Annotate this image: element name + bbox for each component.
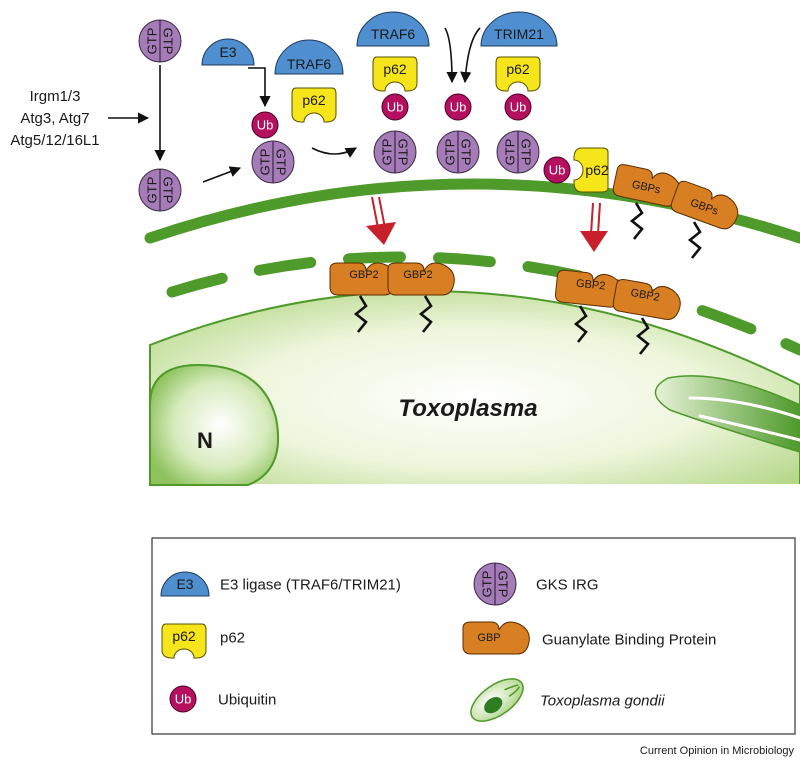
factor-line-1: Irgm1/3 xyxy=(30,88,81,105)
gbps-left: GBPs xyxy=(611,162,684,209)
gtp-label: GTP xyxy=(161,177,176,204)
legend-p62-label: p62 xyxy=(220,630,245,647)
trim21-label: TRIM21 xyxy=(494,26,544,42)
gtp-irg-complex-3: GTP GTP xyxy=(496,130,540,174)
legend-p62-icon: p62 xyxy=(161,623,207,659)
arrow-e3 xyxy=(248,67,271,108)
gtp-label: GTP xyxy=(258,149,273,176)
legend-gtp-icon-text: GTP xyxy=(480,571,495,598)
gtp-label: GTP xyxy=(145,28,160,55)
arrow-to-complex xyxy=(311,147,357,158)
gbps-right: GBPs xyxy=(668,178,743,233)
irgm-atg-factors: Irgm1/3 Atg3, Atg7 Atg5/12/16L1 xyxy=(10,88,99,149)
gtp-irg-top: GTP GTP xyxy=(138,19,182,63)
parasite-name: Toxoplasma xyxy=(398,395,537,422)
e3-ligase: E3 xyxy=(201,38,255,66)
traf6-label: TRAF6 xyxy=(371,26,416,42)
gbp2-3: GBP2 xyxy=(554,269,625,309)
red-arrow-left xyxy=(366,196,396,245)
gtp-label: GTP xyxy=(380,139,395,166)
legend-ub-icon-text: Ub xyxy=(175,692,192,707)
legend-e3-icon: E3 xyxy=(160,571,210,597)
gtp-label: GTP xyxy=(519,139,534,166)
gbp2-label: GBP2 xyxy=(575,278,605,293)
gtp-irg-complex-1: GTP GTP xyxy=(373,130,417,174)
legend-ub-icon: Ub xyxy=(169,685,197,713)
nucleus xyxy=(149,363,280,486)
p62-label: p62 xyxy=(383,61,407,77)
gtp-label: GTP xyxy=(459,139,474,166)
legend-toxoplasma-label: Toxoplasma gondii xyxy=(540,693,665,710)
figure-credit: Current Opinion in Microbiology xyxy=(640,745,795,757)
gbp2-4: GBP2 xyxy=(611,277,684,322)
gbp2-1: GBP2 xyxy=(329,262,397,296)
e3-label: E3 xyxy=(219,44,236,60)
legend: E3 E3 ligase (TRAF6/TRIM21) p62 p62 Ub U… xyxy=(151,537,796,735)
legend-gbp-icon: GBP xyxy=(462,621,530,655)
legend-gtp-icon: GTP GTP xyxy=(473,562,517,606)
legend-gtp-icon-text: GTP xyxy=(496,571,511,598)
traf6-bound: TRAF6 xyxy=(356,11,430,47)
arrow-to-ubiquitination xyxy=(202,166,242,183)
p62-bound: p62 xyxy=(495,56,541,92)
ubiquitin: Ub xyxy=(381,93,409,121)
arrow-trim21 xyxy=(460,27,481,84)
legend-e3-label: E3 ligase (TRAF6/TRIM21) xyxy=(220,577,401,594)
ubiquitin: Ub xyxy=(444,93,472,121)
legend-p62-icon-text: p62 xyxy=(172,628,196,644)
gbp2-label: GBP2 xyxy=(349,269,378,281)
gbp2-2: GBP2 xyxy=(387,262,455,296)
gbp2-label: GBP2 xyxy=(403,269,432,281)
legend-gbp-label: Guanylate Binding Protein xyxy=(542,632,716,649)
gtp-label: GTP xyxy=(443,139,458,166)
ubiquitin: Ub xyxy=(543,156,571,184)
p62-label: p62 xyxy=(585,162,609,178)
lipid-anchor xyxy=(630,201,644,241)
toxoplasma-parasite xyxy=(149,290,800,486)
ubiquitin: Ub xyxy=(251,111,279,139)
gbp2-label: GBP2 xyxy=(630,287,661,304)
p62-label: p62 xyxy=(506,61,530,77)
gbps-label: GBPs xyxy=(631,179,662,197)
factor-line-2: Atg3, Atg7 xyxy=(20,110,89,127)
factor-line-3: Atg5/12/16L1 xyxy=(10,132,99,149)
lipid-anchor xyxy=(688,220,702,260)
gtp-irg-ubiquitinated: GTP GTP xyxy=(251,140,295,184)
red-arrow-right xyxy=(580,202,608,252)
ub-label: Ub xyxy=(450,100,467,115)
gtp-label: GTP xyxy=(396,139,411,166)
legend-e3-icon-text: E3 xyxy=(176,576,193,592)
p62-free: p62 xyxy=(291,87,337,123)
legend-ub-label: Ubiquitin xyxy=(218,692,276,709)
legend-gtp-label: GKS IRG xyxy=(536,577,599,594)
gtp-label: GTP xyxy=(503,139,518,166)
ub-label: Ub xyxy=(387,100,404,115)
trim21: TRIM21 xyxy=(480,11,558,47)
traf6-free: TRAF6 xyxy=(274,39,344,75)
nucleus-label: N xyxy=(197,428,213,453)
ub-label: Ub xyxy=(257,118,274,133)
legend-gbp-icon-text: GBP xyxy=(477,632,500,644)
ubiquitin: Ub xyxy=(504,93,532,121)
legend-toxoplasma-icon xyxy=(470,678,524,722)
gtp-irg-membrane: GTP GTP xyxy=(138,168,182,212)
gtp-label: GTP xyxy=(274,149,289,176)
ub-label: Ub xyxy=(510,100,527,115)
arrow-traf6 xyxy=(444,27,458,84)
gtp-irg-complex-2: GTP GTP xyxy=(436,130,480,174)
traf6-label: TRAF6 xyxy=(287,56,332,72)
p62-label: p62 xyxy=(302,92,326,108)
vacuole-membrane-dashed xyxy=(166,251,800,356)
ub-label: Ub xyxy=(549,163,566,178)
rhoptries xyxy=(654,375,800,453)
gtp-label: GTP xyxy=(161,28,176,55)
p62-bound: p62 xyxy=(372,56,418,92)
gtp-label: GTP xyxy=(145,177,160,204)
